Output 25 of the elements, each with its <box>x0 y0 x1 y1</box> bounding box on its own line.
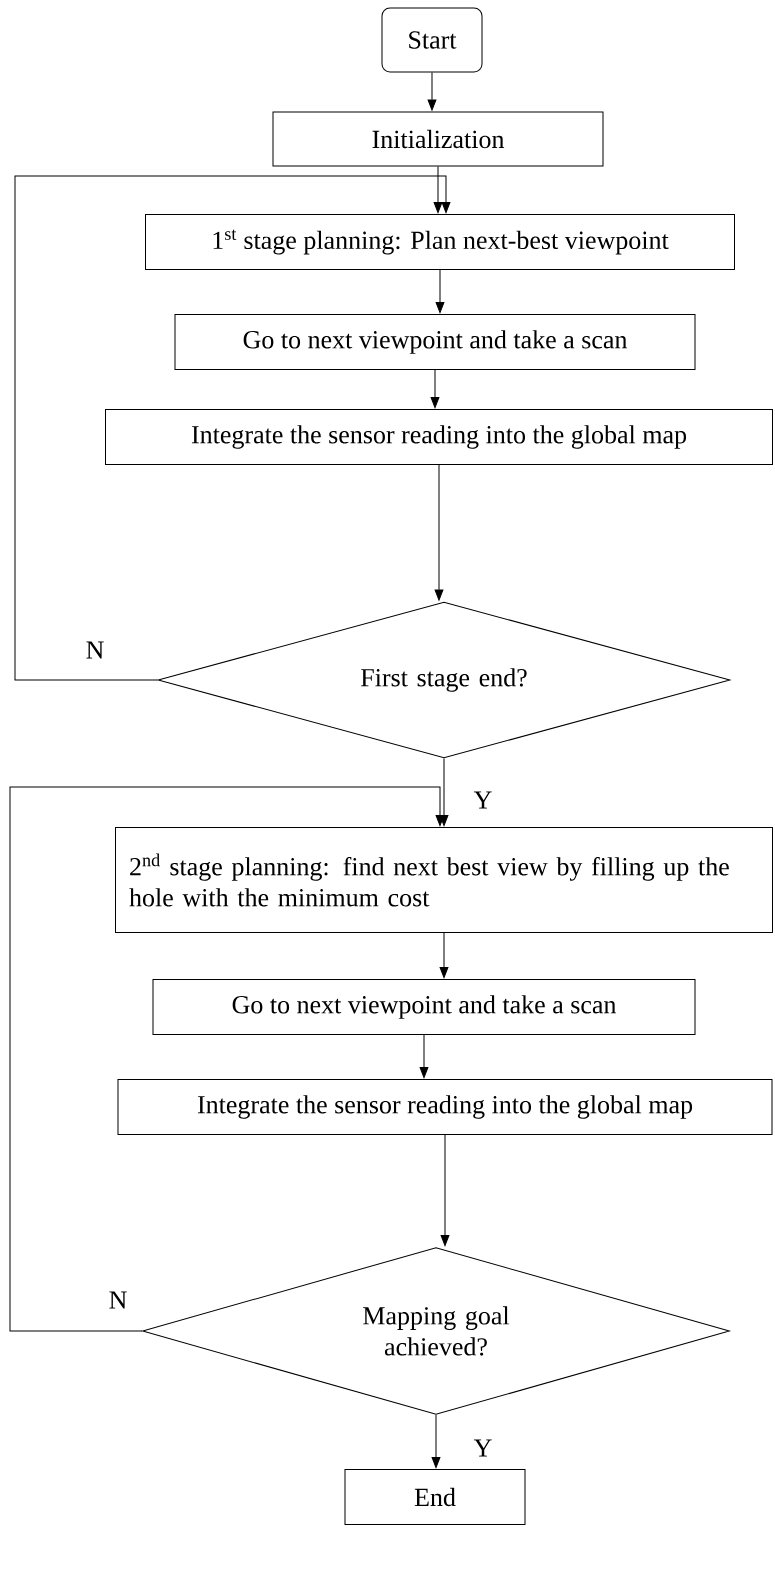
edge-label: N <box>107 1290 129 1310</box>
arrow <box>433 166 443 214</box>
arrow <box>9 786 445 1332</box>
start-end-box: Start <box>381 7 483 73</box>
edge-label: Y <box>472 1438 494 1458</box>
process-box: Go to next viewpoint and take a scan <box>174 314 696 370</box>
arrow <box>434 464 444 601</box>
arrow <box>439 932 449 979</box>
arrow <box>440 1134 450 1247</box>
arrow <box>435 269 445 314</box>
arrow <box>439 758 449 827</box>
arrow <box>431 1414 441 1469</box>
process-box: 1$^{st}$ stage planning: Plan next-best viewpoint <box>145 214 735 270</box>
edge-label: N <box>84 640 106 660</box>
process-box: Integrate the sensor reading into the global map <box>117 1079 773 1135</box>
process-box: 2$^{nd}$ stage planning: find next best view by filling up the hole with the minimum cost <box>115 827 773 933</box>
process-box: Initialization <box>272 111 604 167</box>
arrow <box>14 175 451 681</box>
process-box: Integrate the sensor reading into the global map <box>105 409 773 465</box>
arrow <box>419 1034 429 1079</box>
arrow <box>427 72 437 111</box>
process-box: Go to next viewpoint and take a scan <box>152 979 696 1035</box>
edge-label: Y <box>472 790 494 810</box>
start-end-box: End <box>344 1469 526 1525</box>
arrow <box>430 369 440 409</box>
